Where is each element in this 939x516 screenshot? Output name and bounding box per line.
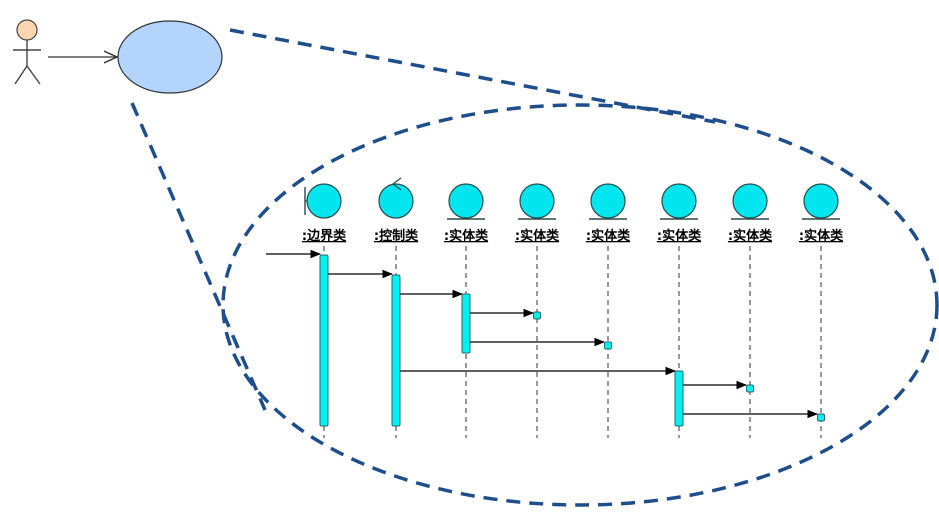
lifeline-label: :实体类 <box>586 228 631 244</box>
lifeline-6: :实体类 <box>657 183 702 438</box>
entity-object-icon <box>732 183 768 219</box>
entity-object-icon <box>661 183 697 219</box>
activation-bar-6 <box>674 370 684 427</box>
lifeline-5: :实体类 <box>586 183 631 438</box>
activation-bar-7 <box>746 384 754 393</box>
boundary-object-icon <box>306 183 342 219</box>
lifeline-label: :实体类 <box>657 228 702 244</box>
lifeline-label: :实体类 <box>444 228 489 244</box>
activation-bar-2 <box>391 274 401 427</box>
sequence-lifelines: :边界类 :控制类 :实体类 :实体类 :实体类 :实体类 :实体类 :实体类 <box>302 177 844 438</box>
control-object-icon <box>378 183 414 219</box>
actor-head <box>16 19 38 41</box>
zoom-line-top <box>229 28 716 124</box>
lifeline-label: :实体类 <box>728 228 773 244</box>
sequence-activations <box>319 254 825 427</box>
lifeline-7: :实体类 <box>728 183 773 438</box>
lifeline-8: :实体类 <box>799 183 844 438</box>
detail-zoom-ellipse <box>221 103 939 507</box>
lifeline-label: :控制类 <box>374 228 419 244</box>
control-arrowhead <box>392 177 402 191</box>
entity-object-icon <box>803 183 839 219</box>
entity-object-icon <box>448 183 484 219</box>
actor-right-leg <box>26 65 41 85</box>
lifeline-label: :边界类 <box>302 228 347 244</box>
activation-bar-5 <box>604 341 612 350</box>
entity-object-icon <box>519 183 555 219</box>
activation-bar-4 <box>533 311 541 320</box>
actor-left-leg <box>14 65 28 85</box>
zoom-line-bottom <box>130 102 267 411</box>
actor <box>13 19 41 85</box>
sequence-messages <box>266 249 819 419</box>
activation-bar-1 <box>319 254 329 427</box>
lifeline-label: :实体类 <box>515 228 560 244</box>
lifeline-4: :实体类 <box>515 183 560 438</box>
lifeline-3: :实体类 <box>444 183 489 438</box>
use-case-ellipse <box>117 20 223 94</box>
activation-bar-3 <box>461 293 471 354</box>
activation-bar-8 <box>817 413 825 422</box>
lifeline-label: :实体类 <box>799 228 844 244</box>
entity-object-icon <box>590 183 626 219</box>
